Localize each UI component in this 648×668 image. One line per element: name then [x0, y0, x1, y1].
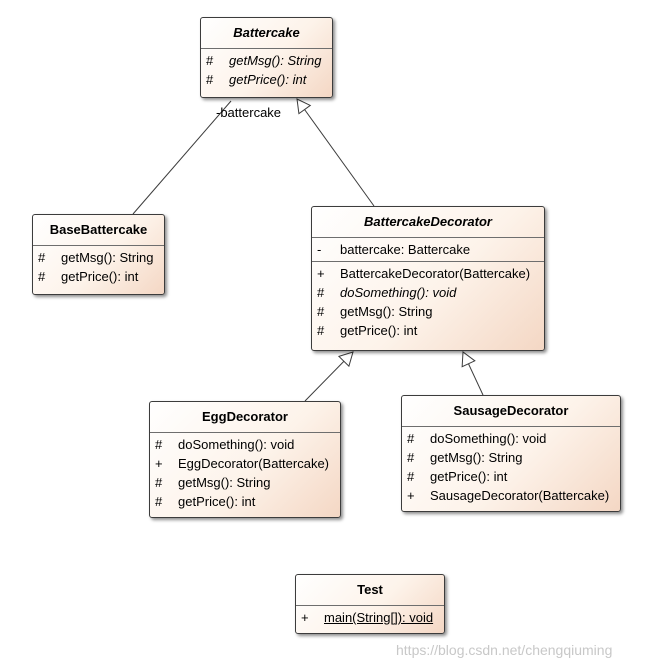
operation-row: + EggDecorator(Battercake): [150, 454, 340, 473]
operation-signature: BattercakeDecorator(Battercake): [340, 266, 531, 281]
class-test[interactable]: Test + main(String[]): void: [295, 574, 445, 634]
association-role-label: -battercake: [216, 105, 282, 120]
operation-row: # doSomething(): void: [402, 429, 620, 448]
operation-row: # getPrice(): int: [201, 70, 332, 89]
operation-signature: getMsg(): String: [61, 250, 154, 265]
operation-signature: doSomething(): void: [430, 431, 547, 446]
operation-signature: getMsg(): String: [340, 304, 433, 319]
visibility-marker: +: [317, 266, 325, 281]
visibility-marker: +: [407, 488, 415, 503]
operation-row: # getPrice(): int: [150, 492, 340, 511]
visibility-marker: #: [317, 323, 325, 338]
operation-row: # getPrice(): int: [33, 267, 164, 286]
visibility-marker: #: [206, 72, 214, 87]
attributes-compartment: - battercake: Battercake: [312, 238, 544, 261]
visibility-marker: #: [38, 250, 46, 265]
operations-compartment: # doSomething(): void + EggDecorator(Bat…: [150, 433, 340, 513]
attribute-row: - battercake: Battercake: [312, 240, 544, 259]
operation-signature: main(String[]): void: [324, 610, 434, 625]
operation-signature: getMsg(): String: [430, 450, 523, 465]
operation-row: # getMsg(): String: [150, 473, 340, 492]
operation-row: + SausageDecorator(Battercake): [402, 486, 620, 505]
operation-row: # doSomething(): void: [150, 435, 340, 454]
operation-signature: getMsg(): String: [229, 53, 322, 68]
operation-signature: getMsg(): String: [178, 475, 271, 490]
class-base-battercake[interactable]: BaseBattercake # getMsg(): String # getP…: [32, 214, 165, 295]
operation-row: # getMsg(): String: [201, 51, 332, 70]
operation-row: # getMsg(): String: [402, 448, 620, 467]
generalization-egg-to-decorator: [304, 351, 354, 402]
operation-signature: doSomething(): void: [340, 285, 457, 300]
visibility-marker: #: [155, 475, 163, 490]
operation-signature: getPrice(): int: [430, 469, 508, 484]
visibility-marker: +: [301, 610, 309, 625]
operation-row: # getMsg(): String: [33, 248, 164, 267]
operation-row: + BattercakeDecorator(Battercake): [312, 264, 544, 283]
attribute-signature: battercake: Battercake: [340, 242, 471, 257]
visibility-marker: -: [317, 242, 322, 257]
operation-row: + main(String[]): void: [296, 608, 444, 627]
visibility-marker: #: [155, 494, 163, 509]
class-name: Test: [296, 575, 444, 606]
class-battercake[interactable]: Battercake # getMsg(): String # getPrice…: [200, 17, 333, 98]
visibility-marker: #: [317, 304, 325, 319]
visibility-marker: #: [407, 450, 415, 465]
operation-signature: getPrice(): int: [61, 269, 139, 284]
operation-row: # getPrice(): int: [402, 467, 620, 486]
association-base-to-battercake: [132, 100, 232, 215]
visibility-marker: #: [407, 469, 415, 484]
operation-signature: SausageDecorator(Battercake): [430, 488, 610, 503]
class-name: BaseBattercake: [33, 215, 164, 246]
class-egg-decorator[interactable]: EggDecorator # doSomething(): void + Egg…: [149, 401, 341, 518]
visibility-marker: #: [155, 437, 163, 452]
operation-signature: doSomething(): void: [178, 437, 295, 452]
visibility-marker: #: [317, 285, 325, 300]
operations-compartment: # getMsg(): String # getPrice(): int: [33, 246, 164, 288]
visibility-marker: #: [38, 269, 46, 284]
operations-compartment: + BattercakeDecorator(Battercake) # doSo…: [312, 261, 544, 342]
operation-signature: getPrice(): int: [178, 494, 256, 509]
class-name: SausageDecorator: [402, 396, 620, 427]
watermark: https://blog.csdn.net/chengqiuming: [396, 642, 613, 658]
class-battercake-decorator[interactable]: BattercakeDecorator - battercake: Batter…: [311, 206, 545, 351]
visibility-marker: #: [407, 431, 415, 446]
operation-row: # getMsg(): String: [312, 302, 544, 321]
operation-signature: getPrice(): int: [229, 72, 307, 87]
operation-signature: getPrice(): int: [340, 323, 418, 338]
operations-compartment: # getMsg(): String # getPrice(): int: [201, 49, 332, 91]
class-sausage-decorator[interactable]: SausageDecorator # doSomething(): void #…: [401, 395, 621, 512]
operation-row: # doSomething(): void: [312, 283, 544, 302]
generalization-sausage-to-decorator: [461, 351, 484, 396]
visibility-marker: #: [206, 53, 214, 68]
class-name: EggDecorator: [150, 402, 340, 433]
class-name: Battercake: [201, 18, 332, 49]
generalization-decorator-to-battercake: [296, 98, 375, 207]
operations-compartment: # doSomething(): void # getMsg(): String…: [402, 427, 620, 507]
operation-signature: EggDecorator(Battercake): [178, 456, 330, 471]
visibility-marker: +: [155, 456, 163, 471]
operation-row: # getPrice(): int: [312, 321, 544, 340]
operations-compartment: + main(String[]): void: [296, 606, 444, 629]
class-name: BattercakeDecorator: [312, 207, 544, 238]
